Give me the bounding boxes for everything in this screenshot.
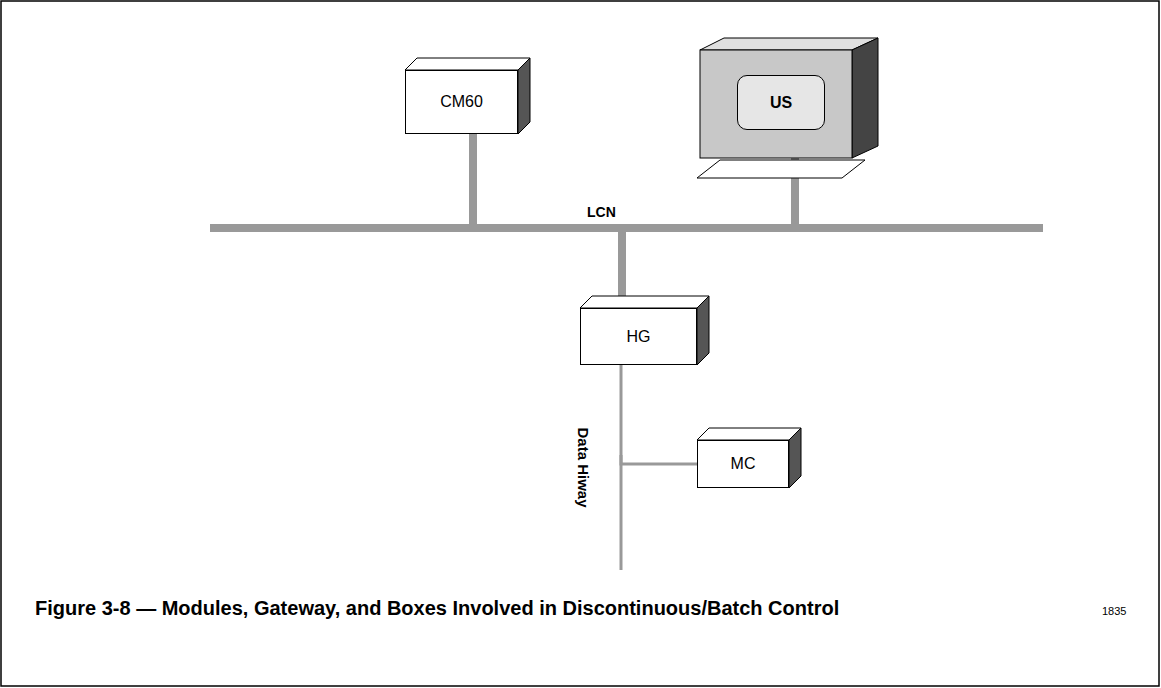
station-screen: US (737, 75, 825, 130)
node-label: HG (627, 328, 651, 346)
box-top-face (697, 428, 801, 440)
node-label: CM60 (440, 93, 483, 111)
monitor-top (700, 38, 878, 50)
box-side-face (697, 296, 709, 365)
box-top-face (405, 58, 530, 70)
box-side-face (518, 58, 530, 134)
monitor-base (697, 160, 865, 178)
network-connector (473, 134, 622, 308)
data-hiway-line (620, 455, 623, 570)
lcn-bus (210, 224, 1043, 232)
node-label: US (770, 94, 792, 112)
monitor-side (852, 38, 878, 158)
box-top-face (580, 296, 709, 308)
node-label: MC (731, 455, 756, 473)
bus-name: Data Hiway (574, 427, 591, 507)
figure-caption: Figure 3-8 — Modules, Gateway, and Boxes… (35, 597, 839, 620)
box-side-face (789, 428, 801, 488)
bus-name: LCN (587, 204, 616, 220)
figure-number: 1835 (1102, 605, 1126, 617)
network-connector (621, 365, 697, 464)
monitor-body (700, 50, 852, 158)
module-box: CM60 (405, 70, 518, 134)
controller-box: MC (697, 440, 789, 488)
gateway-box: HG (580, 308, 697, 365)
